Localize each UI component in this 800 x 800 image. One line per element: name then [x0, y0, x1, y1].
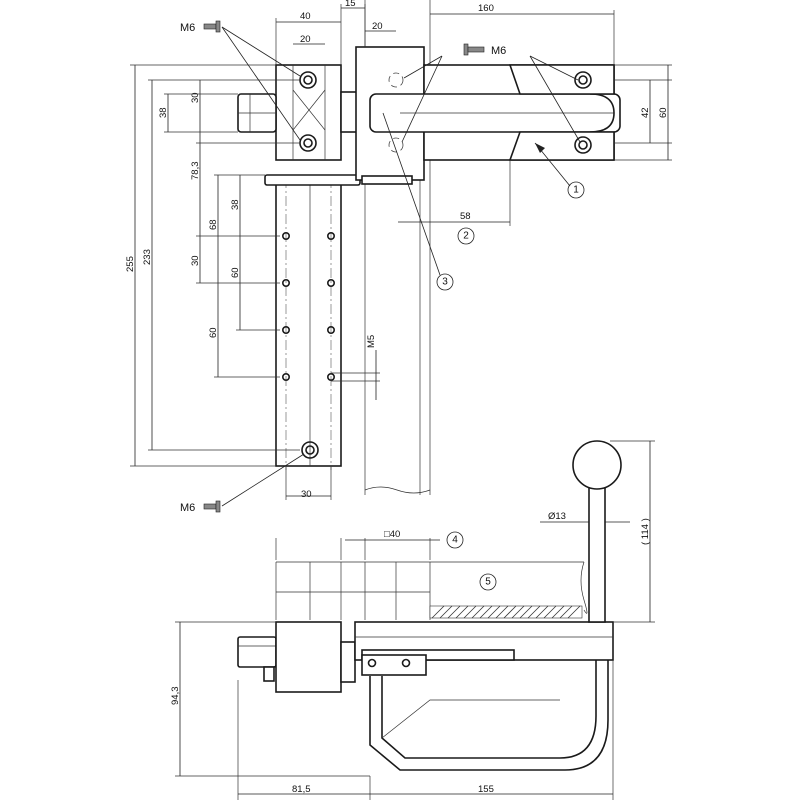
- vertical-arm: [264, 174, 361, 470]
- dim-114: ( 114 ): [640, 518, 651, 545]
- dim-left-38b: 38: [230, 199, 241, 210]
- dim-94-3: 94,3: [170, 687, 181, 706]
- arm-hole-grid: [281, 232, 335, 381]
- dim-top-15: 15: [345, 0, 356, 9]
- dim-left-60b: 60: [208, 327, 219, 338]
- horizontal-slide: [369, 64, 621, 161]
- dim-top-40: 40: [300, 11, 311, 22]
- clamp-body: [237, 440, 622, 771]
- dim-sq40: □40: [384, 529, 400, 540]
- dim-top-160: 160: [478, 3, 494, 14]
- callout-2: [457, 227, 475, 245]
- top-view-dimensions: 40 15 160 20 20 30 38 78,3 38 68 30 60 6…: [125, 0, 672, 500]
- dim-left-30b: 30: [190, 255, 201, 266]
- dim-left-78-3: 78,3: [190, 162, 201, 181]
- label-m6-top-right: M6: [491, 45, 506, 57]
- callouts-top: 1 2 3: [382, 112, 585, 291]
- workpiece: 5: [275, 561, 588, 620]
- screw-icon: [463, 43, 469, 56]
- svg-text:4: 4: [452, 535, 458, 546]
- top-view: 40 15 160 20 20 30 38 78,3 38 68 30 60 6…: [125, 0, 672, 514]
- side-view-dimensions: □40 4 Ø13 ( 114 ) 94,3 81,5 155: [170, 440, 655, 800]
- dim-bottom-30: 30: [301, 489, 312, 500]
- dim-155: 155: [478, 784, 494, 795]
- dim-left-68: 68: [208, 219, 219, 230]
- dim-left-60: 60: [230, 267, 241, 278]
- dim-left-30: 30: [190, 92, 201, 103]
- dim-left-38: 38: [158, 107, 169, 118]
- dim-d13: Ø13: [548, 511, 566, 522]
- dim-top-20-left: 20: [300, 34, 311, 45]
- screw-icon: [203, 503, 217, 510]
- dim-81-5: 81,5: [292, 784, 311, 795]
- svg-text:2: 2: [463, 231, 469, 242]
- side-view: 5: [170, 440, 655, 800]
- svg-text:5: 5: [485, 577, 491, 588]
- svg-text:3: 3: [442, 277, 448, 288]
- dim-top-20-right: 20: [372, 21, 383, 32]
- dim-right-42: 42: [640, 107, 651, 118]
- callout-3: [436, 273, 454, 291]
- label-m6-bottom: M6: [180, 502, 195, 514]
- label-m6-top-left: M6: [180, 22, 195, 34]
- dim-left-255: 255: [125, 256, 136, 272]
- dim-right-60: 60: [658, 107, 669, 118]
- left-clamp-block: [237, 64, 342, 161]
- callout-5: [479, 573, 497, 591]
- screw-labels: M6 M6 M6: [180, 20, 581, 514]
- screw-icon: [203, 23, 217, 30]
- dim-mid-58: 58: [460, 211, 471, 222]
- dim-m5: M5: [366, 335, 377, 348]
- callout-1: [567, 181, 585, 199]
- dim-left-233: 233: [142, 249, 153, 265]
- callout-4: [446, 531, 464, 549]
- handle-ball: [572, 440, 622, 490]
- svg-text:1: 1: [573, 185, 579, 196]
- bottom-screw-hole: [301, 441, 319, 459]
